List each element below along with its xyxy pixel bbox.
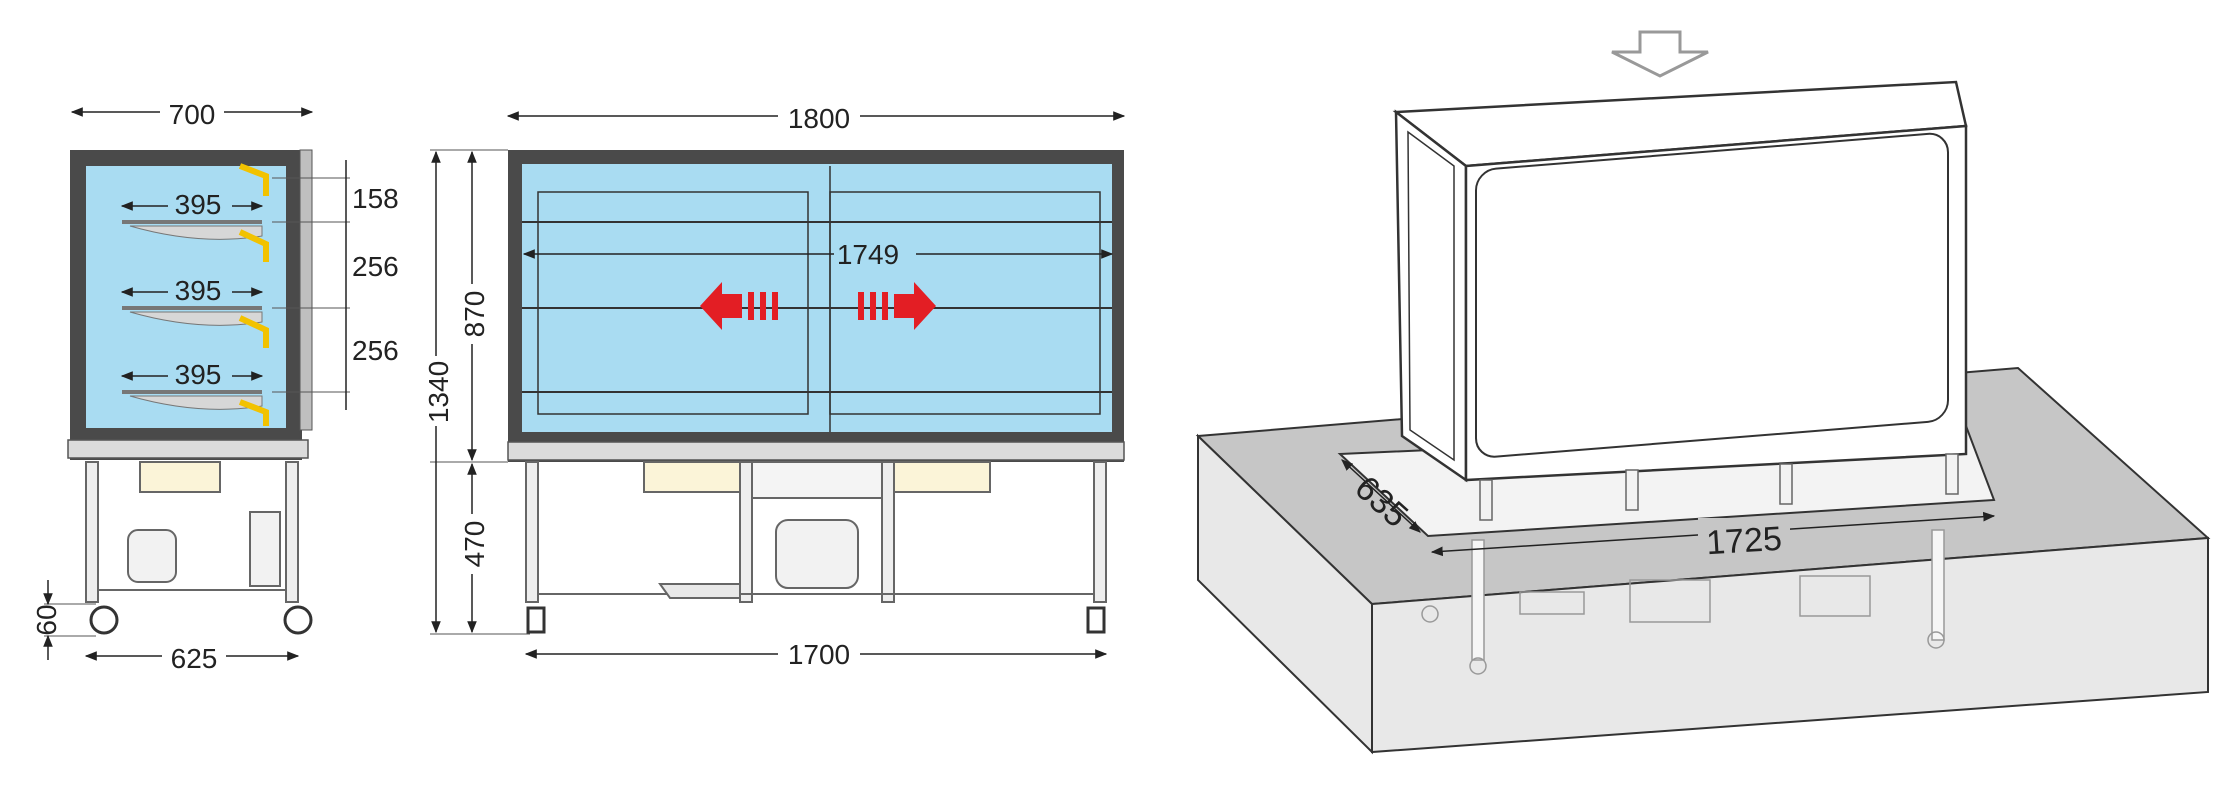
slide-left-arrow-icon (700, 282, 778, 330)
dim-cutout-width: 1725 (1705, 520, 1783, 563)
dim-foot-height: 60 (31, 604, 62, 635)
slide-right-arrow-icon (858, 282, 936, 330)
side-light-strip-1 (238, 163, 269, 196)
dim-front-case-height: 870 (459, 291, 490, 338)
case-front-face (1464, 124, 1968, 482)
dim-shelf-depth-3: 395 (175, 359, 222, 390)
case-front-window (1475, 132, 1949, 458)
front-view: 1800 1749 1340 870 470 1700 (420, 98, 1126, 670)
side-compressor (127, 529, 177, 583)
front-compressor (775, 519, 859, 589)
dim-shelf-depth-2: 395 (175, 275, 222, 306)
side-door-edge (299, 149, 313, 431)
dim-gap-low: 256 (352, 335, 399, 366)
case-left-face (1394, 109, 1468, 483)
side-light-strip-4 (238, 399, 269, 426)
side-condenser (249, 511, 281, 587)
hidden-base-stand (1421, 529, 1945, 675)
side-shelf-bracket-2 (129, 311, 263, 326)
dim-gap-top: 158 (352, 183, 399, 214)
dim-gap-mid: 256 (352, 251, 399, 282)
front-wheel-left (526, 606, 546, 634)
dim-front-base-height: 470 (459, 521, 490, 568)
insert-down-arrow-icon (1611, 30, 1709, 78)
side-bottom-rail (67, 439, 309, 459)
case-legs (1479, 453, 1959, 521)
side-view: 700 395 395 395 158 256 256 60 625 (31, 94, 399, 674)
side-light-strip-3 (238, 315, 269, 348)
front-bottom-rail (507, 441, 1125, 461)
dim-front-base-width: 1700 (788, 639, 850, 670)
side-shelf-bracket-3 (129, 395, 263, 410)
counter-side-face (1197, 433, 1373, 755)
installation-view: 635 1725 (1195, 30, 2211, 755)
front-wheel-right (1086, 606, 1106, 634)
dim-front-width: 1800 (788, 103, 850, 134)
dim-shelf-depth-1: 395 (175, 189, 222, 220)
front-glass-panel (522, 164, 1112, 432)
side-wheel-left (89, 605, 119, 635)
side-wheel-right (283, 605, 313, 635)
dim-side-base-width: 625 (171, 643, 218, 674)
dim-front-total-height: 1340 (423, 361, 454, 423)
side-base-stand (85, 461, 299, 603)
dim-front-inner-width: 1749 (837, 239, 899, 270)
side-light-strip-2 (238, 229, 269, 262)
front-base-stand (525, 461, 1107, 603)
dim-side-width: 700 (169, 99, 216, 130)
side-shelf-bracket-1 (129, 225, 263, 240)
case-side-window (1407, 130, 1455, 462)
